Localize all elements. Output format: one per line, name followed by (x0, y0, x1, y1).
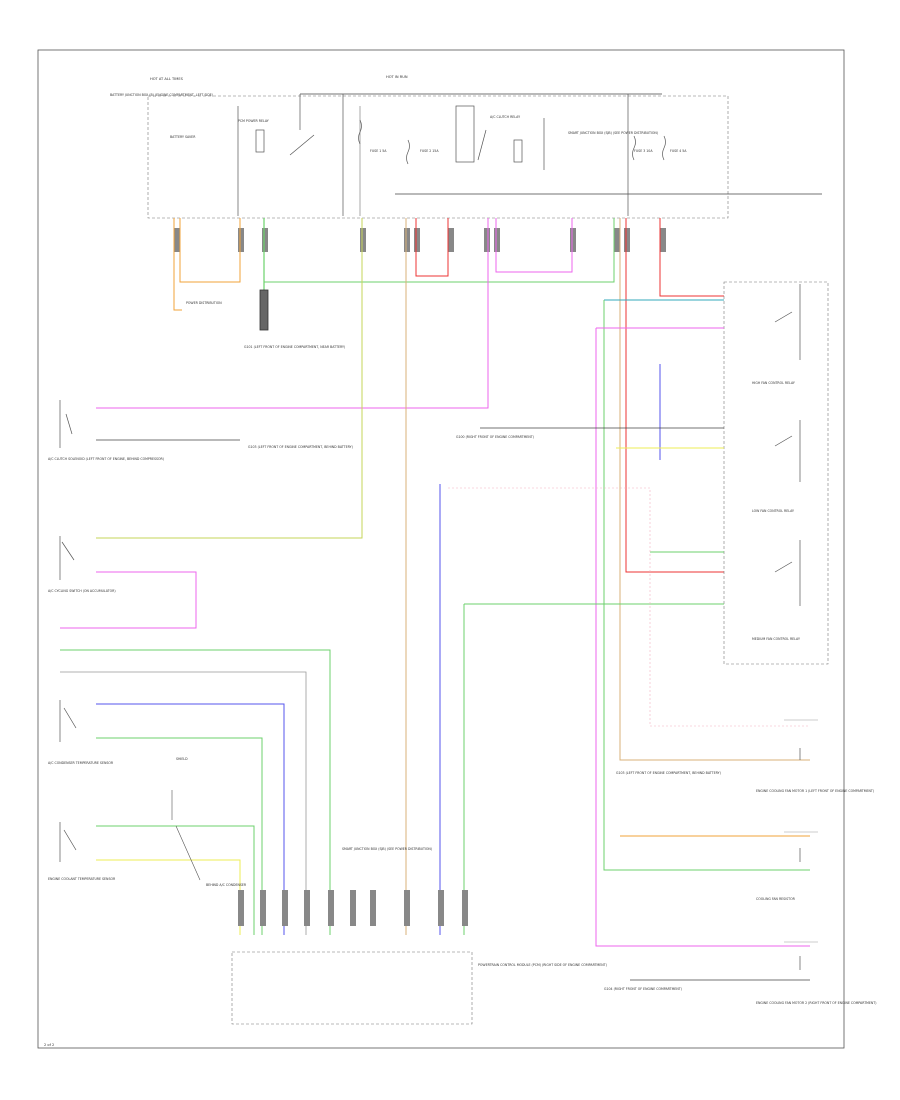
ac-cond-sensor-label: A/C CONDENSER TEMPERATURE SENSOR (48, 761, 114, 765)
fuse-4-label: FUSE 4 5A (670, 149, 687, 153)
wire-yellow-green-ac-switch (96, 218, 363, 539)
ac-clutch-solenoid-label: A/C CLUTCH SOLENOID (LEFT FRONT OF ENGIN… (48, 457, 164, 461)
cooling-fan-motor-1-label: ENGINE COOLING FAN MOTOR 1 (LEFT FRONT O… (756, 789, 874, 793)
cooling-fan-resistor-label: COOLING FAN RESISTOR (756, 897, 796, 901)
page-code: 2 of 2 (44, 1043, 54, 1047)
fuse-3-label: FUSE 3 10A (634, 149, 653, 153)
fuse-1-label: FUSE 1 5A (370, 149, 387, 153)
diagram-frame (37, 49, 845, 1049)
ground-g103-ref-label: G103 (LEFT FRONT OF ENGINE COMPARTMENT, … (248, 445, 353, 449)
ac-relay-switch-icon (477, 129, 487, 161)
battery-junction-box-label: BATTERY JUNCTION BOX (B) (ENGINE COMPART… (110, 93, 213, 97)
wire-violet-ac-clutch (96, 218, 489, 409)
low-fan-relay-label: LOW FAN CONTROL RELAY (752, 509, 794, 513)
cooling-fan-motor-2-icon (784, 941, 818, 970)
ground-g100-label: G100 (RIGHT FRONT OF ENGINE COMPARTMENT) (456, 435, 534, 439)
sjb-label: SMART JUNCTION BOX (SJB) (SEE POWER DIST… (568, 131, 658, 135)
ac-cycling-switch-label: A/C CYCLING SWITCH (ON ACCUMULATOR) (48, 589, 116, 593)
pcm-relay-coil-icon (255, 129, 265, 153)
fuse-4-icon (662, 135, 666, 161)
pcm-connector-pins (238, 890, 468, 926)
ground-g101-icon (259, 289, 269, 331)
hot-in-run-label: HOT IN RUN (386, 75, 408, 79)
fuel-rail-note-label: BEHIND A/C CONDENSER (206, 883, 247, 887)
pcm-power-relay-label: PCM POWER RELAY (238, 119, 269, 123)
smart-junction-box-ref-label: SMART JUNCTION BOX (SJB) (SEE POWER DIST… (342, 847, 432, 851)
engine-coolant-sensor-label: ENGINE COOLANT TEMPERATURE SENSOR (48, 877, 116, 881)
cooling-fan-motor-1-icon (784, 719, 818, 760)
hot-at-all-times-label: HOT AT ALL TIMES (150, 77, 184, 81)
fuse-3-icon (632, 135, 636, 161)
wire-orange-battery (173, 218, 182, 311)
medium-fan-relay-switch-icon (774, 561, 793, 573)
medium-fan-relay-label: MEDIUM FAN CONTROL RELAY (752, 637, 800, 641)
ground-g103-label: G103 (LEFT FRONT OF ENGINE COMPARTMENT, … (616, 771, 721, 775)
engine-coolant-sensor-icon (59, 822, 77, 862)
ac-cycling-switch-icon (59, 536, 75, 580)
ground-g101-label: G101 (LEFT FRONT OF ENGINE COMPARTMENT, … (244, 345, 345, 349)
ac-cond-temp-sensor-icon (59, 700, 77, 742)
battery-saver-label: BATTERY SAVER (170, 135, 196, 139)
battery-junction-box (147, 95, 729, 219)
low-fan-relay-switch-icon (774, 435, 793, 447)
pcm-label: POWERTRAIN CONTROL MODULE (PCM) (RIGHT S… (478, 963, 607, 967)
ground-g104-label: G104 (RIGHT FRONT OF ENGINE COMPARTMENT) (604, 987, 682, 991)
ac-clutch-relay-label: A/C CLUTCH RELAY (490, 115, 520, 119)
power-distribution-label: POWER DISTRIBUTION (186, 301, 222, 305)
fan-relays-box (723, 281, 829, 665)
ac-relay-coil-icon (513, 139, 523, 163)
cooling-fan-motor-2-label: ENGINE COOLING FAN MOTOR 2 (RIGHT FRONT … (756, 1001, 877, 1005)
ac-clutch-solenoid-icon (59, 400, 73, 448)
shield-label: SHIELD (176, 757, 188, 761)
pcm-box (231, 951, 473, 1025)
high-fan-relay-label: HIGH FAN CONTROL RELAY (752, 381, 795, 385)
fuse-2-label: FUSE 2 15A (420, 149, 439, 153)
high-fan-relay-switch-icon (774, 311, 793, 323)
fuse-2-icon (406, 139, 410, 165)
cooling-fan-resistor-icon (784, 831, 818, 862)
pcm-relay-switch-icon (289, 134, 315, 156)
junction-box-connectors (174, 228, 666, 252)
